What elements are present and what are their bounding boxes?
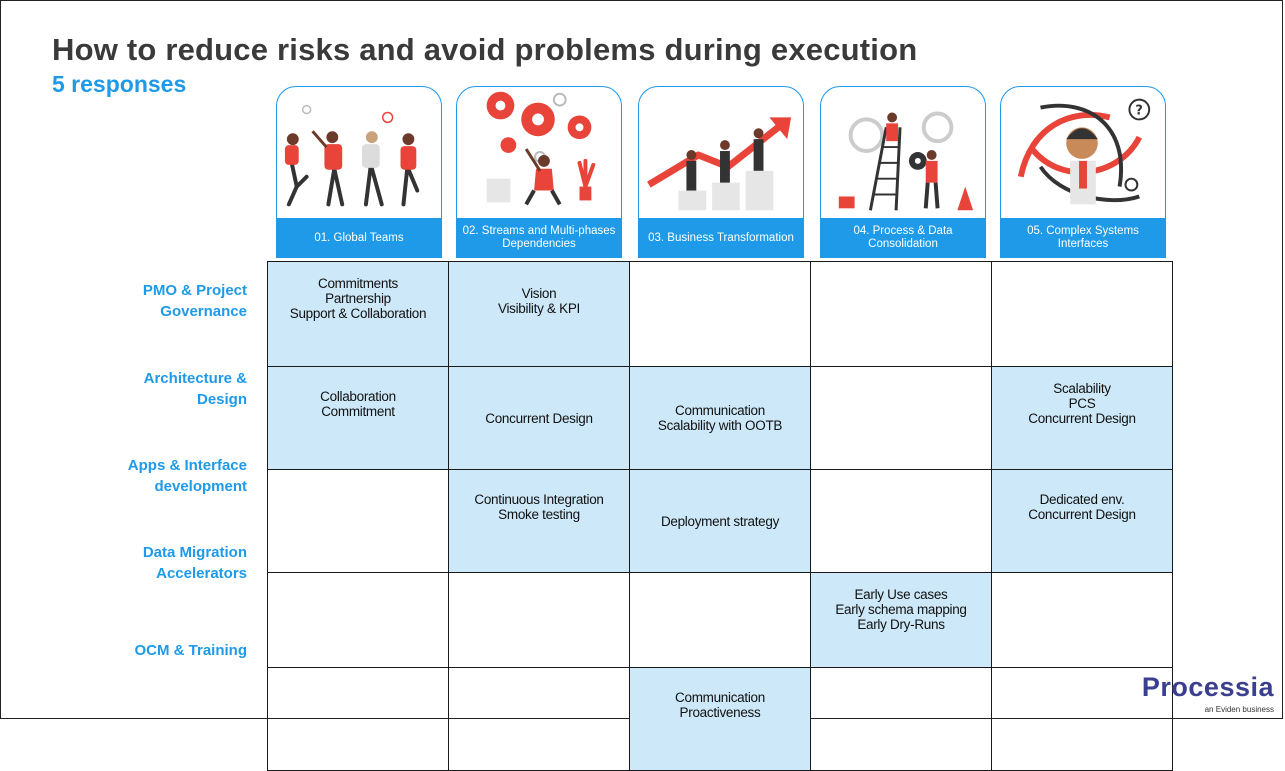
matrix-cell: Scalability PCS Concurrent Design	[991, 366, 1173, 470]
matrix-row-ocm: Communication Proactiveness	[267, 667, 1173, 771]
row-label-data-migration: Data Migration Accelerators	[142, 544, 247, 582]
matrix-cell	[810, 261, 992, 367]
matrix-row-architecture: Collaboration Commitment Concurrent Desi…	[267, 366, 1173, 470]
growth-arrow-icon	[647, 117, 792, 211]
matrix-cell	[629, 261, 811, 367]
cell-line: Early Dry-Runs	[857, 617, 945, 632]
cell-line: Continuous Integration	[474, 492, 604, 507]
team-stretching-icon	[284, 104, 420, 207]
matrix-cell	[448, 667, 630, 771]
matrix-cell	[267, 572, 449, 668]
cell-line: Commitment	[321, 404, 395, 419]
column-card-streams: 02. Streams and Multi-phases Dependencie…	[456, 86, 622, 258]
processia-logo: Processia an Eviden business	[1124, 672, 1274, 714]
slide-subtitle: 5 responses	[52, 71, 187, 97]
column-card-business-transformation: 03. Business Transformation	[638, 86, 804, 258]
matrix-cell	[267, 667, 449, 771]
column-header: 05. Complex Systems Interfaces	[1001, 218, 1165, 257]
cell-line: Concurrent Design	[1028, 411, 1136, 426]
ladder-workers-gears-icon	[838, 111, 974, 211]
column-header: 02. Streams and Multi-phases Dependencie…	[457, 218, 621, 257]
matrix-cell	[810, 366, 992, 470]
cell-line: Support & Collaboration	[289, 306, 427, 321]
svg-text:?: ?	[1135, 103, 1142, 118]
column-card-process-data: 04. Process & Data Consolidation	[820, 86, 986, 258]
matrix-cell	[448, 572, 630, 668]
matrix-row-data-migration: Early Use cases Early schema mapping Ear…	[267, 572, 1173, 668]
matrix-cell	[267, 469, 449, 573]
matrix-cell	[991, 572, 1173, 668]
column-card-complex-systems: ? 05. Complex Systems Interfaces	[1000, 86, 1166, 258]
cell-line: Vision	[521, 286, 557, 301]
row-label-architecture: Architecture & Design	[143, 370, 247, 408]
cell-line: Early Use cases	[854, 587, 948, 602]
cell-line: Concurrent Design	[1028, 507, 1136, 522]
matrix-cell	[991, 261, 1173, 367]
column-header: 03. Business Transformation	[639, 218, 803, 257]
gears-woman-icon	[486, 91, 596, 206]
cell-line: Collaboration	[320, 389, 396, 404]
matrix-cell: Deployment strategy	[629, 469, 811, 573]
matrix-cell: Communication Proactiveness	[629, 667, 811, 771]
matrix-row-apps: Continuous Integration Smoke testing Dep…	[267, 469, 1173, 573]
matrix-cell	[810, 667, 992, 771]
cell-line: Deployment strategy	[660, 513, 780, 529]
column-header: 01. Global Teams	[277, 218, 441, 257]
matrix-cell: Commitments Partnership Support & Collab…	[267, 261, 449, 367]
cell-line: Proactiveness	[679, 705, 761, 720]
matrix-cell: Continuous Integration Smoke testing	[448, 469, 630, 573]
slide-title: How to reduce risks and avoid problems d…	[52, 32, 918, 67]
matrix-cell: Early Use cases Early schema mapping Ear…	[810, 572, 992, 668]
cell-line: Partnership	[325, 291, 391, 306]
cell-line: Visibility & KPI	[498, 301, 580, 316]
matrix-cell: Collaboration Commitment	[267, 366, 449, 470]
confused-man-arrows-icon: ?	[1017, 98, 1151, 205]
matrix-cell: Concurrent Design	[448, 366, 630, 470]
cell-line: Scalability	[1053, 381, 1111, 396]
matrix-cell: Communication Scalability with OOTB	[629, 366, 811, 470]
cell-line: Dedicated env.	[1039, 492, 1125, 507]
column-card-global-teams: 01. Global Teams	[276, 86, 442, 258]
matrix-cell: Dedicated env. Concurrent Design	[991, 469, 1173, 573]
cell-line: Communication	[675, 690, 765, 705]
matrix-row-pmo: Commitments Partnership Support & Collab…	[267, 261, 1173, 367]
matrix-cell	[629, 572, 811, 668]
cell-line: Scalability with OOTB	[657, 418, 783, 433]
response-matrix: Commitments Partnership Support & Collab…	[267, 261, 1173, 771]
logo-tagline: an Eviden business	[1204, 705, 1274, 714]
cell-line: Commitments	[318, 276, 398, 291]
column-header: 04. Process & Data Consolidation	[821, 218, 985, 257]
row-label-apps: Apps & Interface development	[127, 457, 247, 495]
cell-line: Communication	[675, 403, 765, 418]
cell-line: Early schema mapping	[835, 602, 967, 617]
matrix-cell	[810, 469, 992, 573]
cell-line: PCS	[1068, 396, 1096, 411]
matrix-cell: Vision Visibility & KPI	[448, 261, 630, 367]
logo-wordmark: Processia	[1141, 672, 1274, 702]
row-label-pmo: PMO & Project Governance	[142, 282, 247, 320]
cell-line: Concurrent Design	[485, 410, 593, 426]
row-label-ocm: OCM & Training	[134, 642, 248, 659]
cell-line: Smoke testing	[498, 507, 580, 522]
